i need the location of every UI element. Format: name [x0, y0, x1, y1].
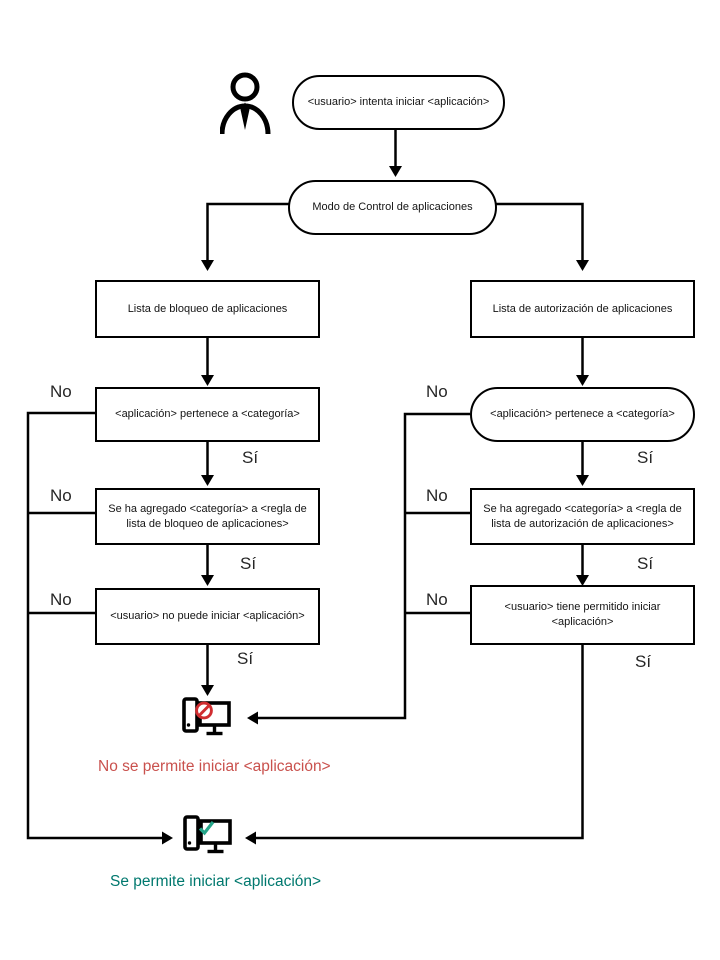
label-no: No — [50, 486, 72, 505]
node-control-mode: Modo de Control de aplicaciones — [288, 180, 497, 235]
connector-mode-to-denylist — [206, 202, 289, 262]
label-no: No — [50, 382, 72, 401]
label-yes: Sí — [242, 448, 259, 467]
arrowhead — [576, 260, 589, 271]
computer-allowed-icon — [183, 815, 232, 854]
label-no: No — [426, 486, 448, 505]
node-denylist: Lista de bloqueo de aplicaciones — [95, 280, 320, 338]
arrowhead — [576, 375, 589, 386]
label-no: No — [50, 590, 72, 609]
arrowhead — [201, 685, 214, 696]
arrowhead — [201, 575, 214, 586]
arrowhead — [247, 711, 258, 725]
connector-deny-no-rail — [26, 411, 164, 840]
user-icon — [220, 72, 271, 135]
arrowhead — [201, 475, 214, 486]
arrowhead — [389, 166, 402, 177]
connector-mode-to-allowlist — [496, 202, 584, 262]
arrowhead — [201, 260, 214, 271]
label-yes: Sí — [635, 652, 652, 671]
label-no: No — [426, 382, 448, 401]
allowed-outcome-text: Se permite iniciar <aplicación> — [110, 873, 322, 890]
computer-blocked-icon — [182, 697, 231, 736]
arrowhead — [201, 375, 214, 386]
arrowhead — [245, 831, 256, 845]
label-no: No — [426, 590, 448, 609]
node-allow-result: <usuario> tiene permitido iniciar <aplic… — [470, 585, 695, 645]
blocked-outcome-text: No se permite iniciar <aplicación> — [98, 758, 331, 775]
node-deny-rule-check: Se ha agregado <categoría> a <regla de l… — [95, 488, 320, 545]
node-allow-rule-check: Se ha agregado <categoría> a <regla de l… — [470, 488, 695, 545]
connector-allow-no-rail — [256, 412, 470, 720]
arrowhead — [576, 475, 589, 486]
node-deny-result: <usuario> no puede iniciar <aplicación> — [95, 588, 320, 645]
arrowhead — [576, 575, 589, 586]
node-allow-category-check: <aplicación> pertenece a <categoría> — [470, 387, 695, 442]
label-yes: Sí — [237, 649, 254, 668]
connector-allow-result-to-allowed — [254, 645, 584, 840]
node-allowlist: Lista de autorización de aplicaciones — [470, 280, 695, 338]
node-start: <usuario> intenta iniciar <aplicación> — [292, 75, 505, 130]
label-yes: Sí — [637, 448, 654, 467]
arrowhead — [162, 831, 173, 845]
label-yes: Sí — [240, 554, 257, 573]
node-deny-category-check: <aplicación> pertenece a <categoría> — [95, 387, 320, 442]
label-yes: Sí — [637, 554, 654, 573]
